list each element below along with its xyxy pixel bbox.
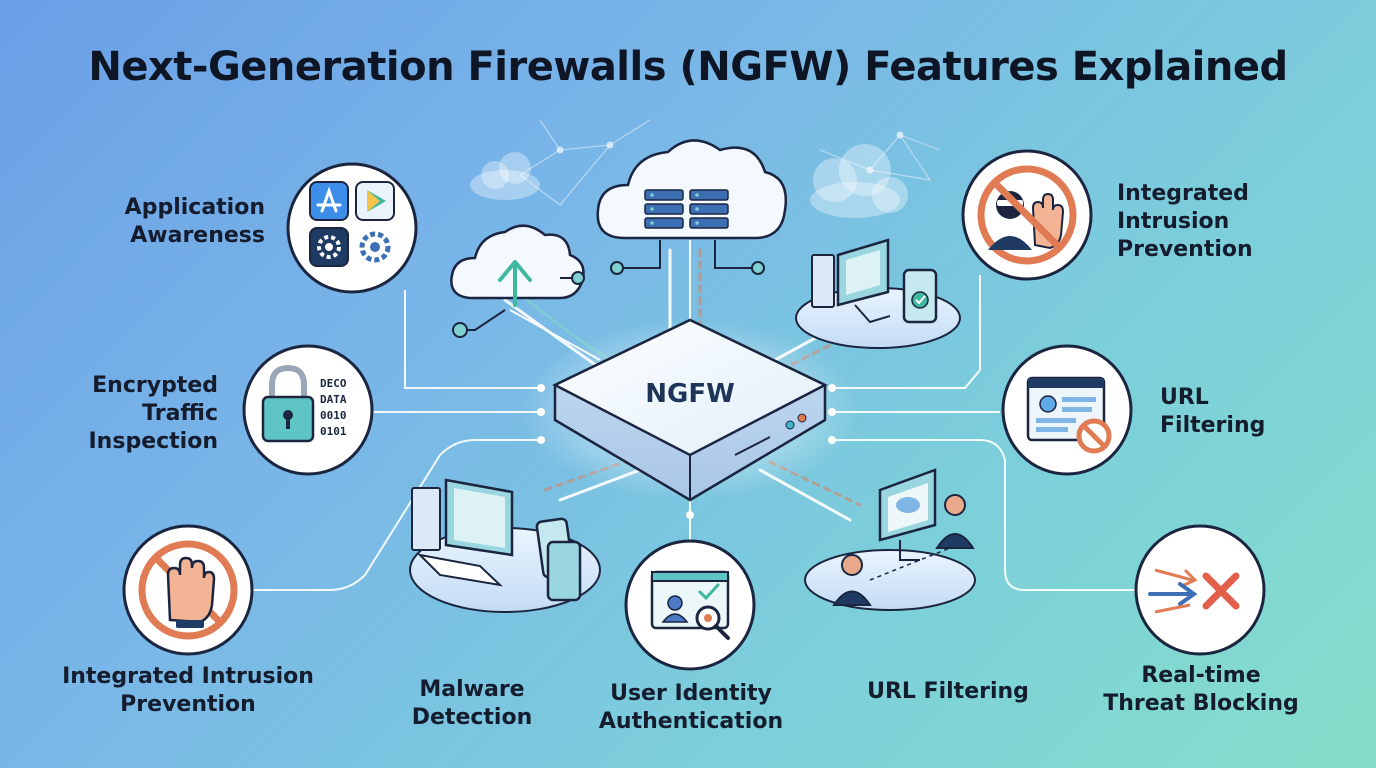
label-url-filtering-bottom: URL Filtering — [867, 679, 1029, 704]
label-application-awareness: Application Awareness — [124, 195, 265, 248]
label-user-identity-authentication: User Identity Authentication — [598, 681, 784, 734]
connector-intrusion-left — [250, 439, 541, 591]
connector-intrusion-right — [832, 275, 981, 389]
users-monitor-platform-icon — [804, 468, 976, 611]
encrypted-code-line-4: 0101 — [320, 425, 347, 438]
label-malware-detection: Malware Detection — [411, 677, 533, 730]
stop-hand-icon — [122, 524, 254, 656]
page-title: Next-Generation Firewalls (NGFW) Feature… — [88, 44, 1288, 90]
encrypted-code-line-2: DATA — [320, 393, 347, 406]
cloud-upload-icon — [450, 224, 585, 338]
label-url-filtering-right: URL Filtering — [1160, 385, 1266, 438]
label-encrypted-traffic-inspection: Encrypted Traffic Inspection — [88, 373, 219, 454]
url-filtering-browser-icon — [1001, 344, 1133, 476]
encrypted-code-line-1: DECO — [320, 377, 347, 390]
label-integrated-intrusion-prevention-left: Integrated Intrusion Prevention — [62, 664, 314, 717]
encrypted-code-line-3: 0010 — [320, 409, 347, 422]
hub-label: NGFW — [645, 379, 735, 409]
encrypted-traffic-inspection-icon: DECO DATA 0010 0101 — [242, 344, 374, 476]
connector-application-awareness — [404, 290, 541, 389]
real-time-threat-blocking-icon — [1134, 524, 1266, 656]
connector-lines — [250, 240, 1138, 591]
blocked-intruder-icon — [961, 149, 1093, 281]
user-identity-authentication-icon — [624, 539, 756, 671]
background-cloud-right — [810, 144, 908, 218]
server-cloud-icon — [596, 139, 788, 275]
ngfw-hub: NGFW — [520, 318, 860, 502]
background-cloud-left — [470, 152, 540, 200]
label-integrated-intrusion-prevention-right: Integrated Intrusion Prevention — [1117, 181, 1253, 262]
label-real-time-threat-blocking: Real-time Threat Blocking — [1103, 663, 1299, 716]
background-network-mesh — [519, 119, 941, 206]
malware-detection-devices-icon — [409, 478, 601, 613]
devices-platform-icon — [795, 238, 961, 349]
application-awareness-icon — [286, 162, 418, 294]
connector-threat-blocking — [832, 439, 1138, 591]
